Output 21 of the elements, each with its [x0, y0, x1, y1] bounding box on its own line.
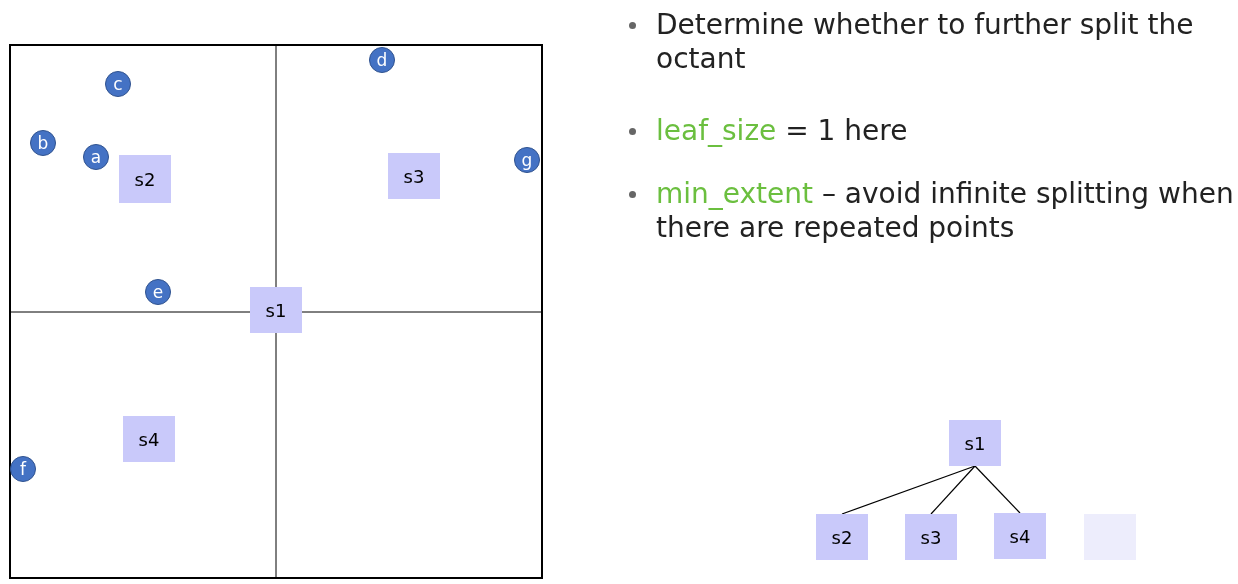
tree-edge-line: [974, 465, 1021, 514]
node-box: s1: [949, 420, 1001, 466]
point-circle: g: [514, 147, 540, 173]
point-circle: c: [105, 71, 131, 97]
bullet-text: leaf_size = 1 here: [656, 114, 909, 148]
node-box: s1: [250, 287, 302, 333]
bullet-text: min_extent – avoid infinite splitting when there are repeated points: [656, 177, 1235, 245]
tree-edge-line: [930, 465, 976, 515]
point-circle: e: [145, 279, 171, 305]
point-circle: a: [83, 144, 109, 170]
node-box: s4: [994, 513, 1046, 559]
node-box: s2: [119, 155, 171, 203]
point-circle: b: [30, 130, 56, 156]
bullet-text: Determine whether to further split the octant: [656, 8, 1195, 76]
tree-edge-line: [841, 465, 976, 515]
node-box: s2: [816, 514, 868, 560]
node-box: s3: [905, 514, 957, 560]
node-box: s3: [388, 153, 440, 199]
point-circle: f: [10, 456, 36, 482]
node-box: s4: [123, 416, 175, 462]
point-circle: d: [369, 47, 395, 73]
